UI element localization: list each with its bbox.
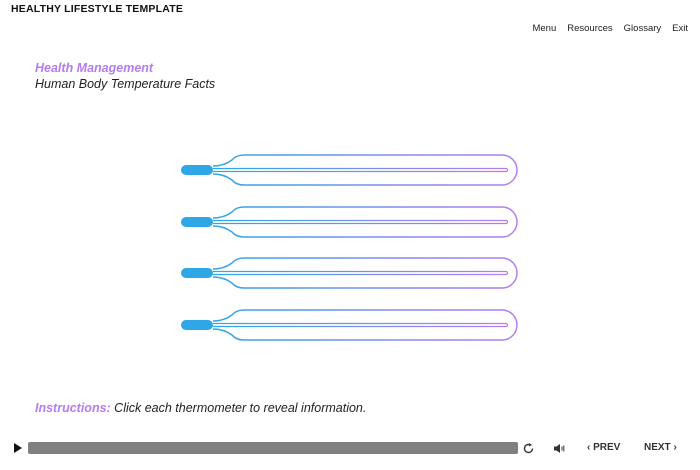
instructions-label: Instructions: (35, 401, 111, 415)
volume-icon[interactable] (553, 443, 565, 454)
instructions-text: Click each thermometer to reveal informa… (110, 401, 367, 415)
replay-icon[interactable] (522, 442, 535, 455)
instructions: Instructions: Click each thermometer to … (35, 401, 366, 415)
top-nav: Menu Resources Glossary Exit (532, 23, 688, 34)
thermometer-2[interactable] (176, 204, 526, 240)
exit-link[interactable]: Exit (672, 23, 688, 34)
progress-bar[interactable] (28, 442, 518, 454)
prev-button[interactable]: ‹ PREV (587, 442, 621, 453)
next-button[interactable]: NEXT › (644, 442, 677, 453)
thermometer-3[interactable] (176, 255, 526, 291)
app-title: HEALTHY LIFESTYLE TEMPLATE (11, 3, 184, 15)
play-button[interactable] (14, 443, 22, 453)
resources-link[interactable]: Resources (567, 23, 613, 34)
section-title: Health Management (35, 61, 154, 75)
thermometer-1[interactable] (176, 152, 526, 188)
menu-link[interactable]: Menu (532, 23, 557, 34)
glossary-link[interactable]: Glossary (623, 23, 662, 34)
thermometer-4[interactable] (176, 307, 526, 343)
page-subtitle: Human Body Temperature Facts (35, 77, 216, 91)
